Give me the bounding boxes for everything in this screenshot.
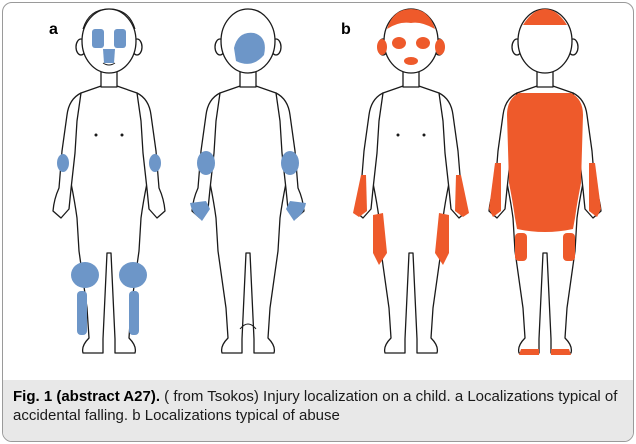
panel-a-front-figure xyxy=(53,9,165,353)
panel-label-a: a xyxy=(49,21,58,39)
panel-a-back-figure xyxy=(190,9,306,353)
figure-illustration xyxy=(3,3,633,378)
figure-label: Fig. 1 (abstract A27). xyxy=(13,388,160,405)
panel-b-front-figure xyxy=(353,9,469,353)
panel-b-back-figure xyxy=(489,9,601,355)
figure-caption: Fig. 1 (abstract A27). ( from Tsokos) In… xyxy=(13,387,625,425)
panel-label-b: b xyxy=(341,21,351,39)
